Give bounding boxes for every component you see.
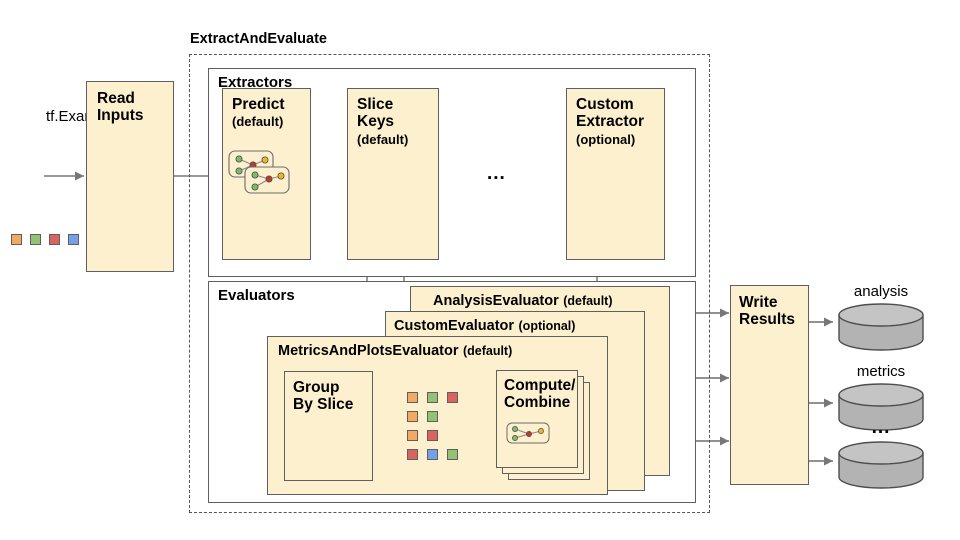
slice-swatch-r1c3	[447, 392, 458, 403]
input-swatches	[11, 234, 81, 250]
read-inputs-label-line1: Read	[97, 90, 135, 107]
extractor-slice-keys-name-line1: Slice	[357, 96, 394, 113]
datastore-label-metrics: metrics	[856, 363, 906, 380]
custom-evaluator-qualifier: (optional)	[518, 319, 576, 333]
datastore-label-other: ...	[871, 417, 891, 438]
analysis-evaluator-qualifier: (default)	[563, 294, 613, 308]
write-results-line2: Results	[739, 311, 795, 329]
input-stream-label: tf.Example	[46, 108, 117, 208]
group-by-slice-line1: Group	[293, 379, 340, 396]
extractors-ellipsis: ...	[487, 163, 506, 184]
datastore-metrics	[838, 383, 924, 431]
extractor-slice-keys-qualifier: (default)	[357, 131, 409, 147]
slice-swatch-r4c3	[447, 449, 458, 460]
datastore-other	[838, 441, 924, 489]
slice-swatch-r3c1	[407, 430, 418, 441]
swatch-green	[30, 234, 41, 245]
slice-swatch-grid	[407, 392, 467, 464]
extractor-predict-name: Predict	[232, 96, 285, 113]
pipeline-title: ExtractAndEvaluate	[190, 31, 327, 47]
read-inputs-box: Read Inputs	[86, 81, 174, 272]
swatch-blue	[68, 234, 79, 245]
slice-swatch-r4c2	[427, 449, 438, 460]
custom-evaluator-name: CustomEvaluator	[394, 318, 515, 334]
extractor-custom-box: Custom Extractor (optional)	[566, 88, 665, 260]
plot-graph-icon	[506, 422, 550, 444]
graph-icon-wrapper	[228, 150, 290, 194]
analysis-evaluator-name: AnalysisEvaluator	[433, 293, 559, 309]
group-by-slice-box: Group By Slice	[284, 371, 373, 481]
extractors-title: Extractors	[218, 74, 293, 91]
datastore-label-analysis: analysis	[853, 283, 909, 300]
slice-swatch-r1c1	[407, 392, 418, 403]
pipeline-boundary	[189, 54, 710, 513]
compute-combine-box: Compute/ Combine	[496, 370, 578, 468]
read-inputs-label-line2: Inputs	[97, 107, 144, 125]
write-results-box: Write Results	[730, 285, 809, 485]
slice-swatch-r3c2	[427, 430, 438, 441]
slice-swatch-r1c2	[427, 392, 438, 403]
extractor-custom-name-line1: Custom	[576, 96, 634, 113]
slice-swatch-r2c1	[407, 411, 418, 422]
group-by-slice-line2: By Slice	[293, 396, 354, 414]
extractor-predict-qualifier: (default)	[232, 114, 284, 130]
extractor-custom-qualifier: (optional)	[576, 131, 636, 147]
metrics-evaluator-name: MetricsAndPlotsEvaluator	[278, 343, 459, 359]
extractor-slice-keys-box: Slice Keys (default)	[347, 88, 439, 260]
datastore-analysis	[838, 303, 924, 351]
swatch-orange	[11, 234, 22, 245]
slice-swatch-r4c1	[407, 449, 418, 460]
write-results-line1: Write	[739, 294, 778, 311]
slice-swatch-r2c2	[427, 411, 438, 422]
metrics-evaluator-qualifier: (default)	[462, 344, 513, 358]
model-graph-icon	[228, 150, 290, 194]
evaluators-title: Evaluators	[218, 287, 295, 304]
compute-combine-line2: Combine	[504, 394, 571, 412]
compute-graph-icon-wrapper	[506, 422, 550, 444]
swatch-red	[49, 234, 60, 245]
compute-combine-line1: Compute/	[504, 377, 576, 394]
extractor-predict-box: Predict (default)	[222, 88, 311, 260]
extractor-slice-keys-name-line2: Keys	[357, 113, 395, 131]
extractor-custom-name-line2: Extractor	[576, 113, 645, 131]
